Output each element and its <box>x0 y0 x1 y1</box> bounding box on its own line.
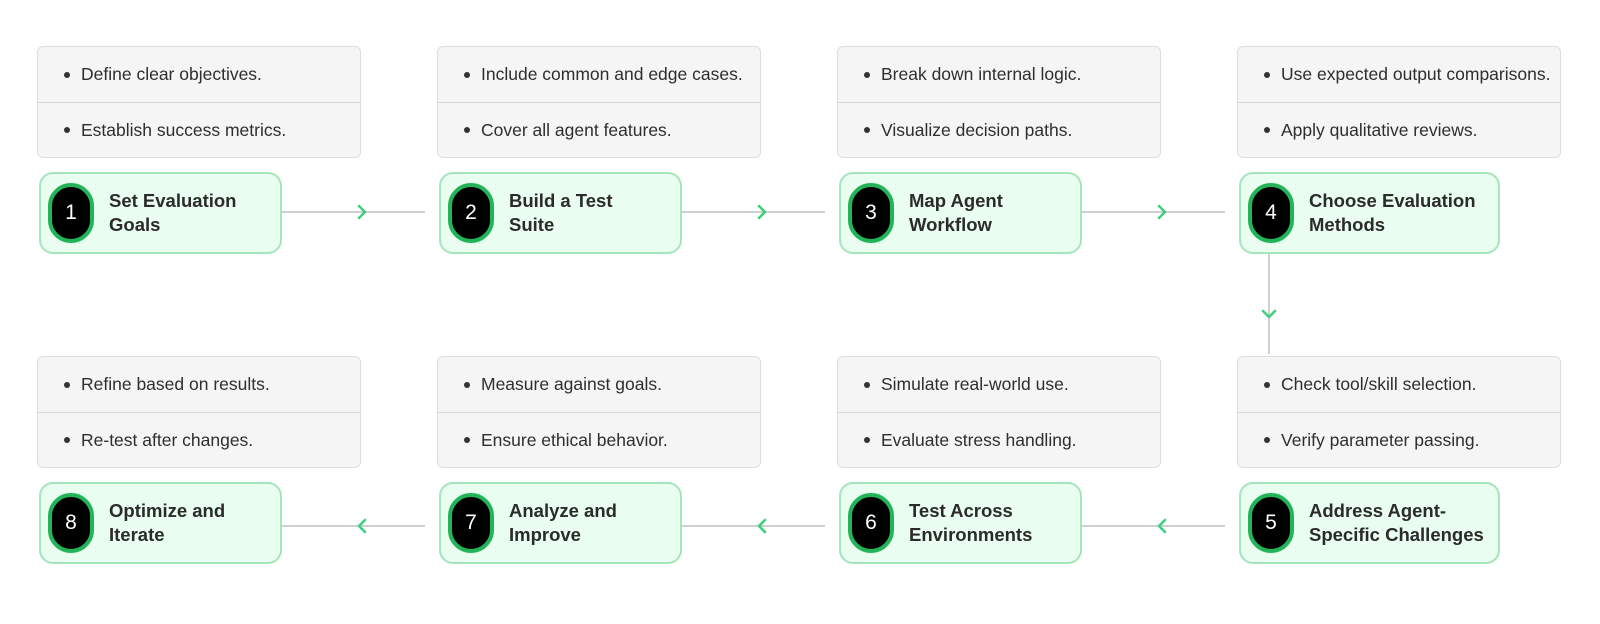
note-item: Apply qualitative reviews. <box>1238 102 1560 157</box>
step-number-badge: 5 <box>1248 493 1294 553</box>
bullet-icon <box>864 127 870 133</box>
note-item: Measure against goals. <box>438 357 760 412</box>
step-4-notes: Use expected output comparisons. Apply q… <box>1237 46 1561 158</box>
step-number-badge: 2 <box>448 183 494 243</box>
step-title: Build a Test Suite <box>509 190 613 235</box>
step-2-notes: Include common and edge cases. Cover all… <box>437 46 761 158</box>
step-title: Test Across Environments <box>909 500 1033 545</box>
connector-7-8 <box>275 525 425 527</box>
step-title: Choose Evaluation Methods <box>1309 190 1476 235</box>
step-7-box: 7 Analyze and Improve <box>439 482 682 564</box>
bullet-icon <box>464 437 470 443</box>
bullet-icon <box>864 437 870 443</box>
note-item: Verify parameter passing. <box>1238 412 1560 467</box>
bullet-icon <box>1264 127 1270 133</box>
chevron-right-icon <box>354 204 370 220</box>
connector-4-5 <box>1268 254 1270 354</box>
step-3-notes: Break down internal logic. Visualize dec… <box>837 46 1161 158</box>
note-item: Re-test after changes. <box>38 412 360 467</box>
step-number-badge: 1 <box>48 183 94 243</box>
step-1-notes: Define clear objectives. Establish succe… <box>37 46 361 158</box>
note-item: Break down internal logic. <box>838 47 1160 102</box>
note-item: Simulate real-world use. <box>838 357 1160 412</box>
bullet-icon <box>1264 437 1270 443</box>
step-6-box: 6 Test Across Environments <box>839 482 1082 564</box>
bullet-icon <box>1264 381 1270 388</box>
note-item: Establish success metrics. <box>38 102 360 157</box>
step-5-box: 5 Address Agent- Specific Challenges <box>1239 482 1500 564</box>
bullet-icon <box>64 437 70 443</box>
bullet-icon <box>64 127 70 133</box>
connector-1-2 <box>275 211 425 213</box>
step-4-box: 4 Choose Evaluation Methods <box>1239 172 1500 254</box>
bullet-icon <box>864 381 870 388</box>
step-3-box: 3 Map Agent Workflow <box>839 172 1082 254</box>
chevron-left-icon <box>354 518 370 534</box>
connector-2-3 <box>675 211 825 213</box>
bullet-icon <box>464 127 470 133</box>
note-item: Include common and edge cases. <box>438 47 760 102</box>
note-item: Check tool/skill selection. <box>1238 357 1560 412</box>
step-8-box: 8 Optimize and Iterate <box>39 482 282 564</box>
note-item: Use expected output comparisons. <box>1238 47 1560 102</box>
note-item: Visualize decision paths. <box>838 102 1160 157</box>
chevron-right-icon <box>1154 204 1170 220</box>
bullet-icon <box>64 71 70 78</box>
step-number-badge: 4 <box>1248 183 1294 243</box>
step-title: Map Agent Workflow <box>909 190 1003 235</box>
step-title: Address Agent- Specific Challenges <box>1309 500 1484 545</box>
step-7-notes: Measure against goals. Ensure ethical be… <box>437 356 761 468</box>
step-5-notes: Check tool/skill selection. Verify param… <box>1237 356 1561 468</box>
note-item: Define clear objectives. <box>38 47 360 102</box>
note-item: Evaluate stress handling. <box>838 412 1160 467</box>
note-item: Cover all agent features. <box>438 102 760 157</box>
step-number-badge: 7 <box>448 493 494 553</box>
bullet-icon <box>864 71 870 78</box>
step-number-badge: 8 <box>48 493 94 553</box>
step-1-box: 1 Set Evaluation Goals <box>39 172 282 254</box>
connector-3-4 <box>1075 211 1225 213</box>
chevron-left-icon <box>754 518 770 534</box>
step-8-notes: Refine based on results. Re-test after c… <box>37 356 361 468</box>
step-number-badge: 6 <box>848 493 894 553</box>
bullet-icon <box>464 71 470 78</box>
connector-6-7 <box>675 525 825 527</box>
connector-5-6 <box>1075 525 1225 527</box>
note-item: Ensure ethical behavior. <box>438 412 760 467</box>
chevron-left-icon <box>1154 518 1170 534</box>
step-6-notes: Simulate real-world use. Evaluate stress… <box>837 356 1161 468</box>
step-title: Analyze and Improve <box>509 500 617 545</box>
note-item: Refine based on results. <box>38 357 360 412</box>
bullet-icon <box>64 381 70 388</box>
chevron-down-icon <box>1261 306 1277 322</box>
bullet-icon <box>464 381 470 388</box>
step-2-box: 2 Build a Test Suite <box>439 172 682 254</box>
bullet-icon <box>1264 71 1270 78</box>
step-title: Set Evaluation Goals <box>109 190 237 235</box>
step-title: Optimize and Iterate <box>109 500 226 545</box>
step-number-badge: 3 <box>848 183 894 243</box>
chevron-right-icon <box>754 204 770 220</box>
